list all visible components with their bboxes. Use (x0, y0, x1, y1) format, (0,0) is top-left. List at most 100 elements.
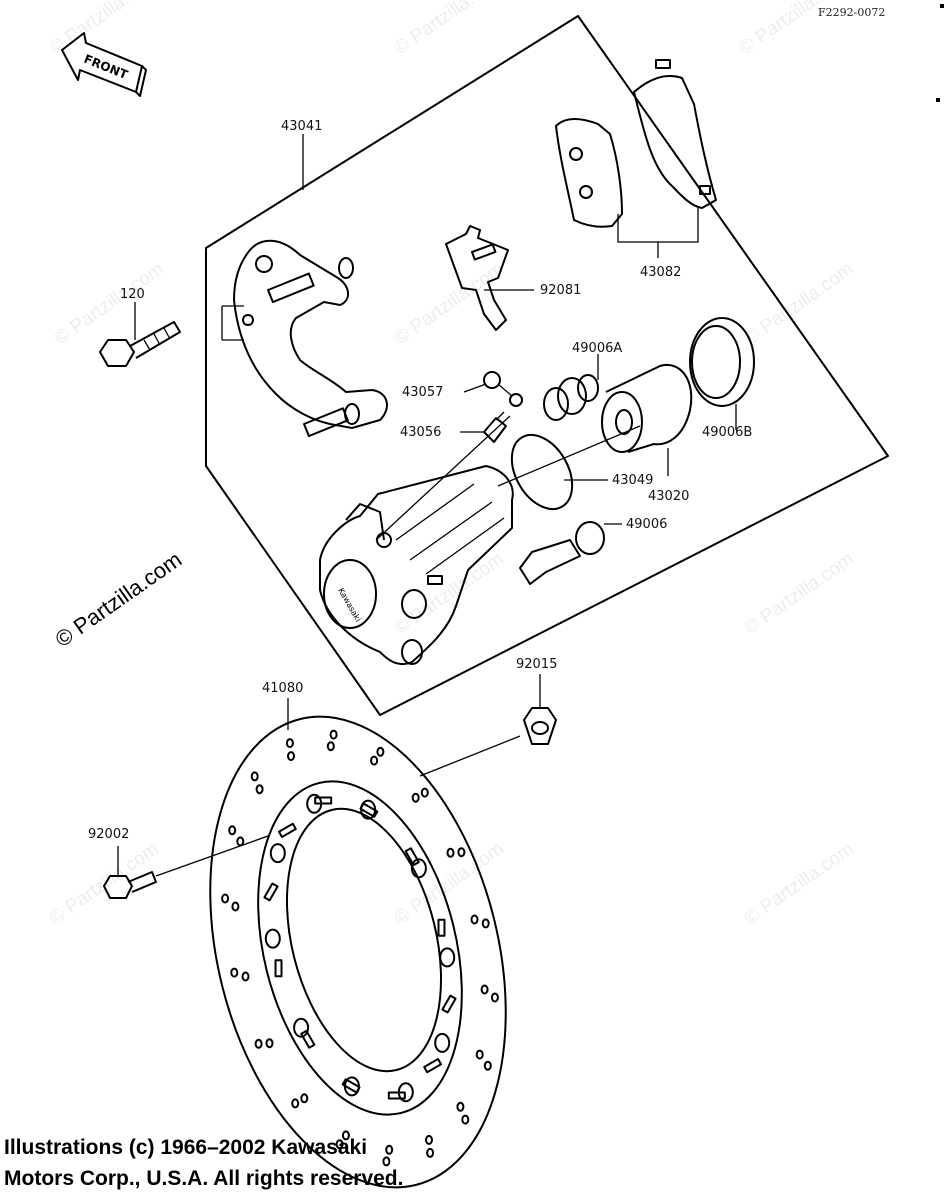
disc-drill-hole (370, 755, 379, 766)
copyright-line: Illustrations (c) 1966–2002 Kawasaki (4, 1136, 368, 1159)
disc-mount-hole (293, 1017, 310, 1038)
disc-drill-hole (376, 746, 385, 757)
disc-drill-hole (446, 847, 455, 858)
disc-mount-hole (269, 843, 286, 864)
disc-slot (300, 1029, 316, 1049)
caliper-pin-49006 (519, 521, 605, 585)
label-part-number: 49006 (626, 517, 667, 532)
watermark-large: © Partzilla.com (51, 547, 187, 653)
disc-mount-hole (264, 928, 281, 949)
disc-drill-hole (335, 1139, 344, 1150)
label-part-number: 92081 (540, 283, 581, 298)
label-part-number: 49006B (702, 425, 752, 440)
label-part-number: 43049 (612, 473, 653, 488)
caliper-brand-mark: Kawasaki (336, 587, 362, 624)
disc-drill-hole (329, 729, 338, 740)
disc-slot (341, 1078, 361, 1094)
disc-drill-hole (291, 1098, 300, 1109)
bleeder-valve-43056 (483, 411, 507, 443)
disc-drill-hole (287, 751, 295, 762)
disc-drill-hole (470, 914, 479, 925)
copyright-line: Motors Corp., U.S.A. All rights reserved… (4, 1167, 404, 1190)
disc-drill-hole (241, 971, 250, 982)
disc-drill-hole (236, 836, 245, 847)
disc-slot (274, 959, 283, 978)
disc-slot (441, 994, 457, 1014)
disc-slot (387, 1091, 406, 1100)
disc-drill-hole (420, 787, 429, 798)
disc-bolt-92002 (103, 871, 157, 899)
label-part-number: 43056 (400, 425, 441, 440)
bleeder-cap-43057 (483, 371, 523, 407)
disc-drill-hole (385, 1144, 394, 1155)
watermark: © Partzilla.com (741, 838, 858, 929)
disc-slot (359, 802, 379, 818)
disc-drill-hole (285, 738, 294, 749)
disc-drill-hole (326, 741, 335, 752)
scan-mark (940, 4, 944, 8)
disc-drill-hole (221, 893, 230, 904)
disc-drill-hole (480, 984, 489, 995)
dust-seal-49006b (689, 317, 755, 407)
disc-drill-hole (231, 901, 240, 912)
label-part-number: 41080 (262, 681, 303, 696)
disc-drill-hole (255, 784, 264, 795)
piston-43020 (601, 363, 693, 453)
watermark: © Partzilla.com (741, 548, 858, 639)
bolt-120 (99, 321, 181, 367)
disc-drill-hole (228, 825, 237, 836)
watermark: © Partzilla.com (391, 838, 508, 929)
watermark: © Partzilla.com (391, 0, 508, 59)
label-part-number: 92002 (88, 827, 129, 842)
disc-drill-hole (456, 1101, 465, 1112)
disc-drill-hole (254, 1038, 263, 1049)
caliper-bracket (233, 239, 388, 438)
leader-lines (117, 134, 737, 877)
label-part-number: 43020 (648, 489, 689, 504)
disc-drill-hole (250, 771, 259, 782)
front-label: FRONT (82, 52, 131, 82)
disc-mount-hole (439, 947, 456, 968)
disc-drill-hole (230, 967, 239, 978)
disc-slot (404, 847, 420, 867)
caliper-assembly-outline (205, 15, 889, 716)
label-part-number: 120 (120, 287, 145, 302)
copyright-notice: Illustrations (c) 1966–2002 Kawasaki Mot… (4, 1132, 403, 1194)
disc-drill-hole (426, 1147, 435, 1158)
piston-seal-43049 (510, 434, 574, 510)
disc-drill-hole (300, 1093, 309, 1104)
disc-slot (263, 882, 279, 902)
disc-drill-hole (425, 1134, 433, 1145)
disc-drill-hole (457, 847, 466, 858)
disc-drill-hole (461, 1114, 470, 1125)
pad-spring-92081 (445, 225, 509, 331)
nut-92015 (523, 707, 557, 745)
disc-mount-hole (434, 1032, 451, 1053)
disc-drill-hole (483, 1060, 492, 1071)
disc-drill-hole (382, 1156, 391, 1167)
watermark: © Partzilla.com (391, 258, 508, 349)
label-part-number: 43082 (640, 265, 681, 280)
disc-drill-hole (341, 1130, 350, 1141)
disc-mount-hole (410, 858, 427, 879)
disc-slot (314, 796, 333, 805)
disc-details (221, 729, 499, 1167)
label-part-number: 49006A (572, 341, 622, 356)
watermark-layer: © Partzilla.com © Partzilla.com © Partzi… (46, 0, 858, 929)
label-part-number: 92015 (516, 657, 557, 672)
disc-drill-hole (481, 918, 490, 929)
brake-disc-41080 (209, 715, 507, 1189)
label-part-number: 43057 (402, 385, 443, 400)
label-part-number: 43041 (281, 119, 322, 134)
disc-drill-hole (265, 1038, 274, 1049)
disc-drill-hole (475, 1049, 484, 1060)
disc-slot (423, 1058, 443, 1074)
watermark: © Partzilla.com (391, 548, 508, 639)
scan-mark (936, 98, 940, 102)
disc-drill-hole (490, 992, 499, 1003)
brake-pads-43082 (555, 59, 717, 228)
part-number-labels: 43041 120 92081 43082 49006A 43057 43056… (88, 119, 752, 842)
disc-drill-hole (411, 792, 420, 803)
boot-49006a (543, 374, 599, 421)
